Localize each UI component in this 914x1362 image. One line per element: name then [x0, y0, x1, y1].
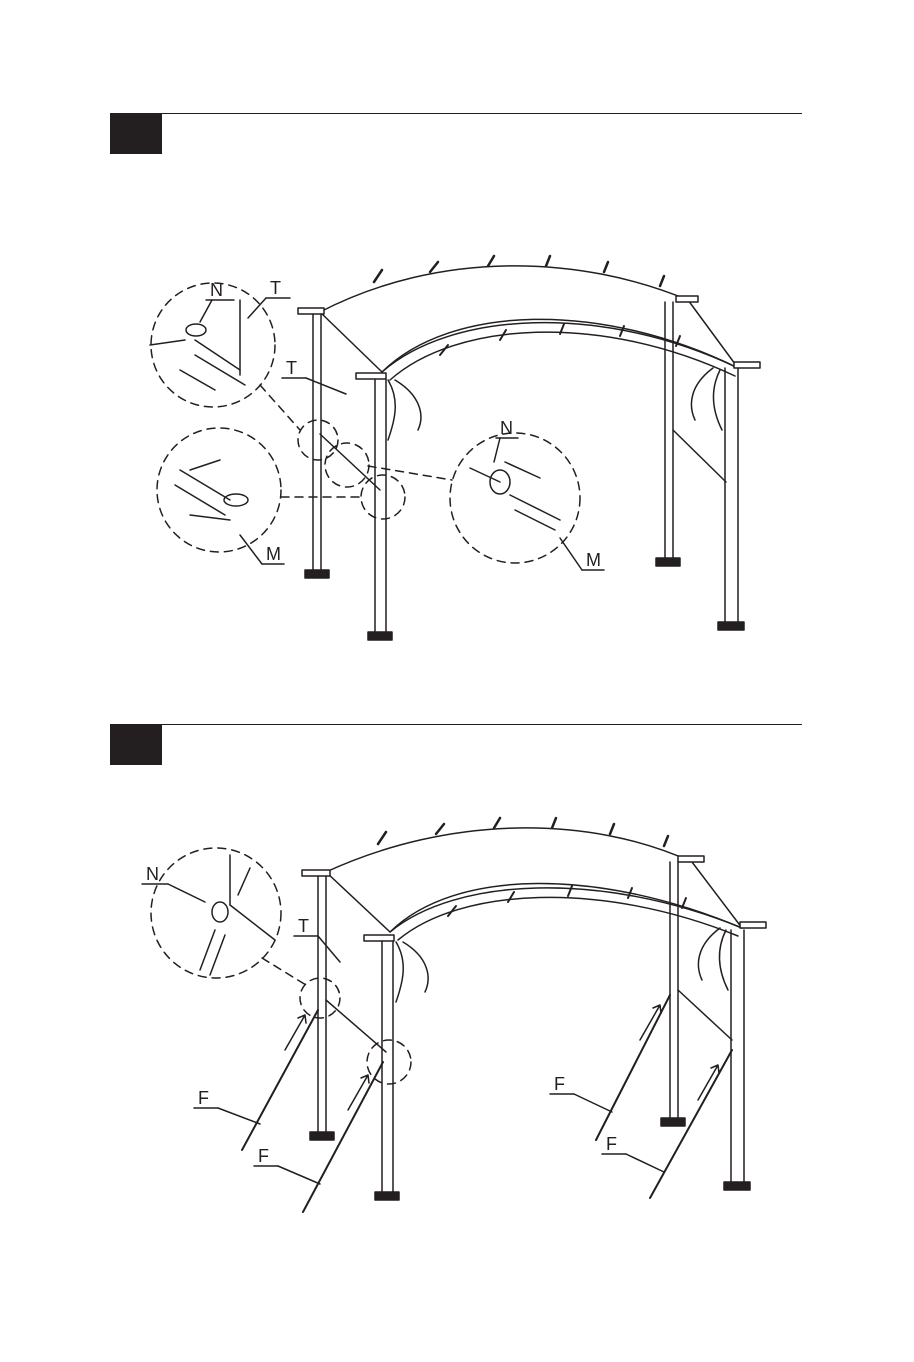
step-1-illustration: N T T N M M — [150, 256, 760, 640]
stakes — [242, 995, 732, 1212]
callout-m-left: M — [266, 544, 281, 564]
callout-t-mid: T — [286, 358, 297, 378]
callout-f-4: F — [606, 1134, 617, 1154]
detail-top-left-fitting — [150, 300, 245, 390]
step-2-illustration: N T F F F F — [142, 818, 766, 1212]
left-side-panel-edge — [320, 434, 380, 490]
detail-right-tubes — [470, 462, 560, 530]
callout-n-right: N — [500, 418, 513, 438]
right-side-panel-edge — [673, 430, 726, 482]
pergola-roof — [298, 256, 760, 440]
callout-n-top: N — [210, 280, 223, 300]
pergola-roof-step-2 — [302, 818, 766, 1002]
callout-n: N — [146, 864, 159, 884]
callout-f-3: F — [554, 1074, 565, 1094]
callout-t-top: T — [270, 278, 281, 298]
right-side-panel-edge-step-2 — [678, 990, 732, 1040]
callout-f-2: F — [258, 1146, 269, 1166]
callout-f-1: F — [198, 1088, 209, 1108]
detail-mid-left-fitting — [175, 460, 248, 520]
callout-m-right: M — [586, 550, 601, 570]
callout-t: T — [298, 916, 309, 936]
